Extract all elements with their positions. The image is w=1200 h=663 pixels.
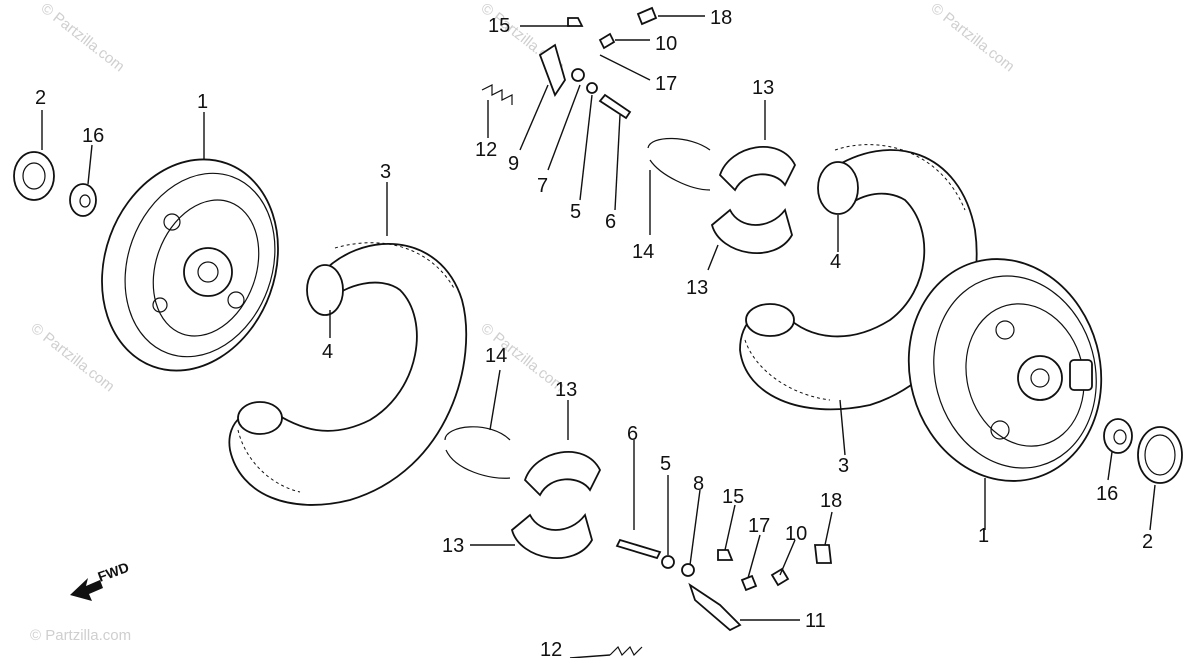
callout-18: 18: [710, 7, 732, 29]
callout-3: 3: [838, 455, 849, 477]
callout-15: 15: [488, 15, 510, 37]
bottom-spring-12: [609, 645, 643, 657]
callout-4: 4: [322, 341, 333, 363]
callout-5: 5: [570, 201, 581, 223]
callout-2: 2: [1142, 531, 1153, 553]
left-bearing: [69, 183, 97, 217]
callout-17: 17: [748, 515, 770, 537]
top-brake-spring: [647, 137, 711, 191]
bottom-brake-shoe-lower: [510, 513, 593, 560]
callout-8: 8: [693, 473, 704, 495]
left-wheel-rim: [101, 158, 279, 372]
right-wheel-rim: [907, 258, 1103, 482]
callout-9: 9: [508, 153, 519, 175]
callout-15: 15: [722, 486, 744, 508]
callout-18: 18: [820, 490, 842, 512]
bottom-brake-spring: [444, 426, 511, 479]
callout-16: 16: [1096, 483, 1118, 505]
callout-3: 3: [380, 161, 391, 183]
callout-1: 1: [197, 91, 208, 113]
callout-6: 6: [605, 211, 616, 233]
forward-direction-arrow: FWD: [70, 559, 131, 601]
callout-2: 2: [35, 87, 46, 109]
leader-lines: [41, 15, 1156, 659]
callout-6: 6: [627, 423, 638, 445]
bottom-brake-shoe-upper: [523, 451, 602, 497]
top-brake-arm: [538, 6, 658, 120]
callout-14: 14: [632, 241, 654, 263]
callout-11: 11: [805, 610, 826, 632]
callout-7: 7: [537, 175, 548, 197]
top-brake-shoe-lower: [710, 208, 793, 255]
callout-5: 5: [660, 453, 671, 475]
callout-16: 16: [82, 125, 104, 147]
watermark: © Partzilla.com: [28, 320, 118, 396]
right-bearing: [1103, 418, 1133, 454]
top-spring-12: [481, 84, 513, 105]
callout-4: 4: [830, 251, 841, 273]
callout-17: 17: [655, 73, 677, 95]
left-hub-cap: [13, 151, 55, 201]
callout-12: 12: [540, 639, 562, 658]
right-hub-cap: [1137, 426, 1183, 484]
callout-10: 10: [655, 33, 677, 55]
callout-12: 12: [475, 139, 497, 161]
bottom-brake-hardware: [615, 538, 833, 632]
callout-1: 1: [978, 525, 989, 547]
left-tire: [228, 242, 468, 506]
callout-10: 10: [785, 523, 807, 545]
watermark: © Partzilla.com: [30, 627, 131, 644]
callouts: 2 1 16 3 4 15 18 10 17 12 9 7 5 6 14 13 …: [35, 7, 1153, 661]
callout-13: 13: [752, 77, 774, 99]
watermark: © Partzilla.com: [928, 0, 1018, 75]
callout-13: 13: [442, 535, 464, 557]
callout-13: 13: [555, 379, 577, 401]
fwd-label: FWD: [96, 559, 131, 585]
callout-13: 13: [686, 277, 708, 299]
watermark: © Partzilla.com: [38, 0, 128, 75]
callout-14: 14: [485, 345, 507, 367]
top-brake-shoe-upper: [718, 146, 797, 192]
